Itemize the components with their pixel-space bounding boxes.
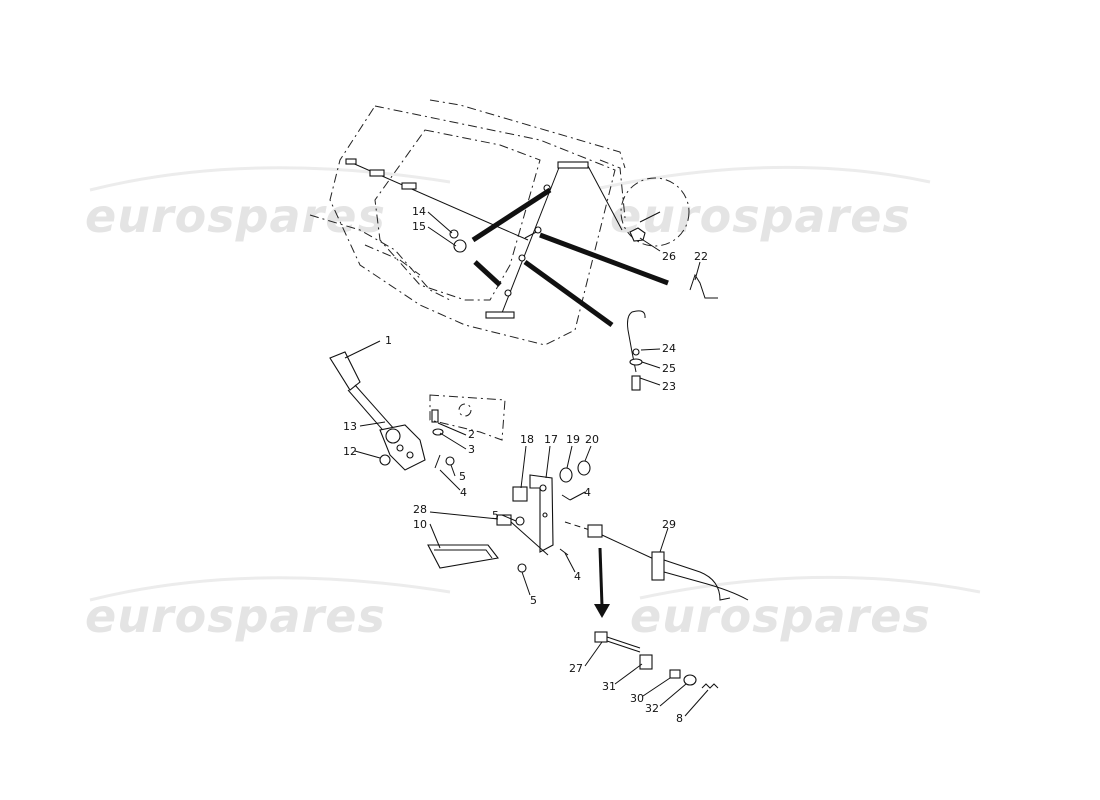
car-body-outline	[309, 99, 690, 346]
callout-4: 4	[460, 486, 467, 499]
callout-4: 4	[574, 570, 581, 583]
callout-13: 13	[343, 420, 357, 433]
callout-10: 10	[413, 518, 427, 531]
callout-31: 31	[602, 680, 616, 693]
callout-4: 4	[584, 486, 591, 499]
callout-5: 5	[492, 509, 499, 522]
callout-3: 3	[468, 443, 475, 456]
callout-30: 30	[630, 692, 644, 705]
leader-lines	[344, 211, 709, 717]
callouts: 1 2 3 4 4 4 5 5 5 8 10 12 13 14 15 17 18…	[343, 205, 708, 725]
callout-2: 2	[468, 428, 475, 441]
watermark-logo: eurospares	[85, 589, 386, 643]
callout-24: 24	[662, 342, 676, 355]
callout-14: 14	[412, 205, 426, 218]
callout-27: 27	[569, 662, 583, 675]
adjuster-parts	[594, 631, 719, 689]
callout-12: 12	[343, 445, 357, 458]
callout-29: 29	[662, 518, 676, 531]
callout-15: 15	[412, 220, 426, 233]
callout-17: 17	[544, 433, 558, 446]
callout-18: 18	[520, 433, 534, 446]
watermark-logo: eurospares	[610, 189, 911, 243]
callout-22: 22	[694, 250, 708, 263]
callout-1: 1	[385, 334, 392, 347]
handbrake-lever-assembly	[329, 351, 506, 471]
callout-20: 20	[585, 433, 599, 446]
watermark-logo: eurospares	[85, 189, 386, 243]
callout-8: 8	[676, 712, 683, 725]
callout-5: 5	[459, 470, 466, 483]
callout-5: 5	[530, 594, 537, 607]
callout-25: 25	[662, 362, 676, 375]
callout-23: 23	[662, 380, 676, 393]
bracket-assembly	[427, 460, 591, 573]
callout-19: 19	[566, 433, 580, 446]
watermark-logo: eurospares	[630, 589, 931, 643]
callout-26: 26	[662, 250, 676, 263]
callout-32: 32	[645, 702, 659, 715]
watermark-group: eurospares eurospares eurospares eurospa…	[85, 165, 981, 643]
cable-assembly	[564, 521, 749, 618]
upper-cable-assembly	[345, 158, 718, 391]
callout-28: 28	[413, 503, 427, 516]
